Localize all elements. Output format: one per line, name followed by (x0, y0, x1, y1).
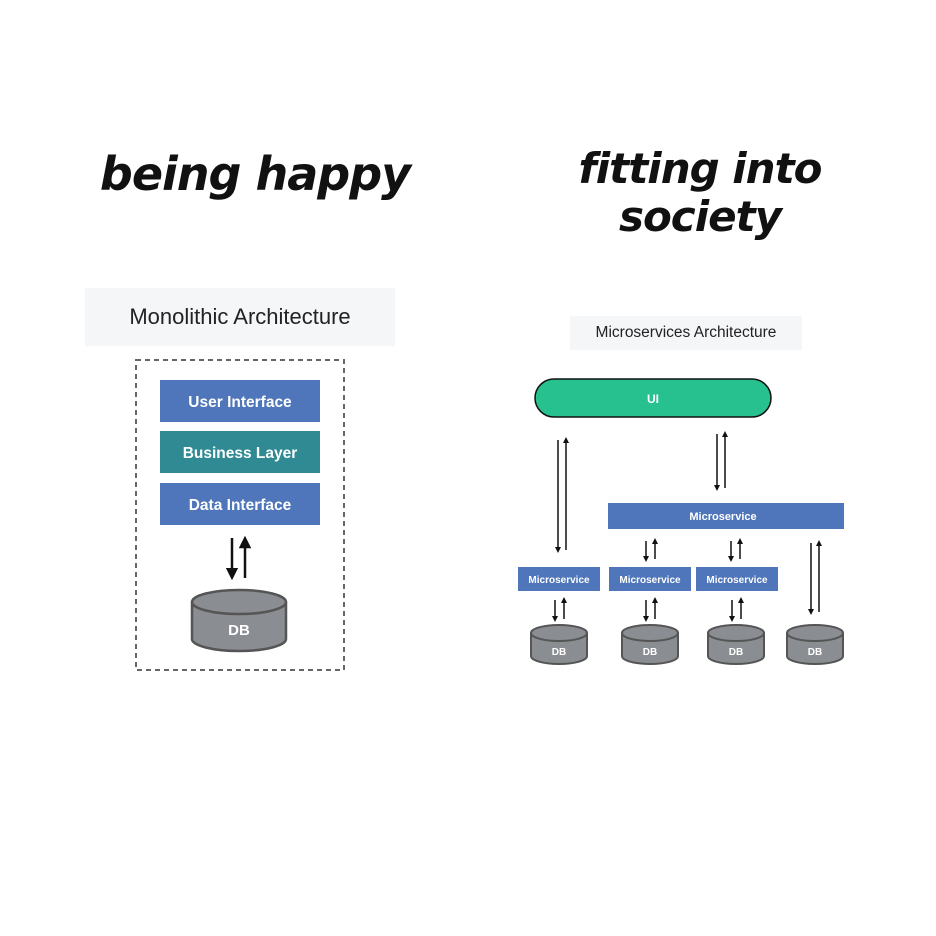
microservice-box-1 (518, 567, 600, 591)
db-label: DB (228, 622, 250, 639)
db-label-3: DB (729, 647, 743, 658)
business-layer (160, 431, 320, 473)
microservice-label-3: Microservice (706, 575, 768, 586)
microservice-box-3 (696, 567, 778, 591)
right-caption-line2: society (618, 192, 782, 241)
user-interface-layer (160, 380, 320, 422)
user-interface-label: User Interface (188, 394, 292, 411)
microservices-title: Microservices Architecture (570, 316, 802, 350)
microservice-label-2: Microservice (619, 575, 681, 586)
monolith-boundary (135, 359, 345, 671)
top-microservice (608, 503, 844, 529)
database-icon (190, 588, 288, 653)
data-interface-layer (160, 483, 320, 525)
ui-label: UI (647, 392, 659, 406)
business-layer-label: Business Layer (183, 445, 298, 462)
database-icon-3 (707, 624, 765, 665)
ui-pill (534, 378, 772, 418)
microservices-diagram: UI Microservice Microservice Microservic… (518, 378, 844, 665)
top-microservice-label: Microservice (689, 511, 756, 523)
left-caption: being happy (99, 147, 411, 201)
database-icon-1 (530, 624, 588, 665)
db-label-4: DB (808, 647, 822, 658)
db-label-2: DB (643, 647, 657, 658)
data-interface-label: Data Interface (189, 497, 292, 514)
microservice-box-2 (609, 567, 691, 591)
microservice-label-1: Microservice (528, 575, 590, 586)
monolithic-title: Monolithic Architecture (85, 288, 395, 346)
db-label-1: DB (552, 647, 566, 658)
right-caption-line1: fitting into (578, 144, 822, 193)
right-caption: fitting into society (520, 145, 880, 241)
database-icon-4 (786, 624, 844, 665)
monolithic-diagram: User Interface Business Layer Data Inter… (135, 359, 345, 671)
database-icon-2 (621, 624, 679, 665)
